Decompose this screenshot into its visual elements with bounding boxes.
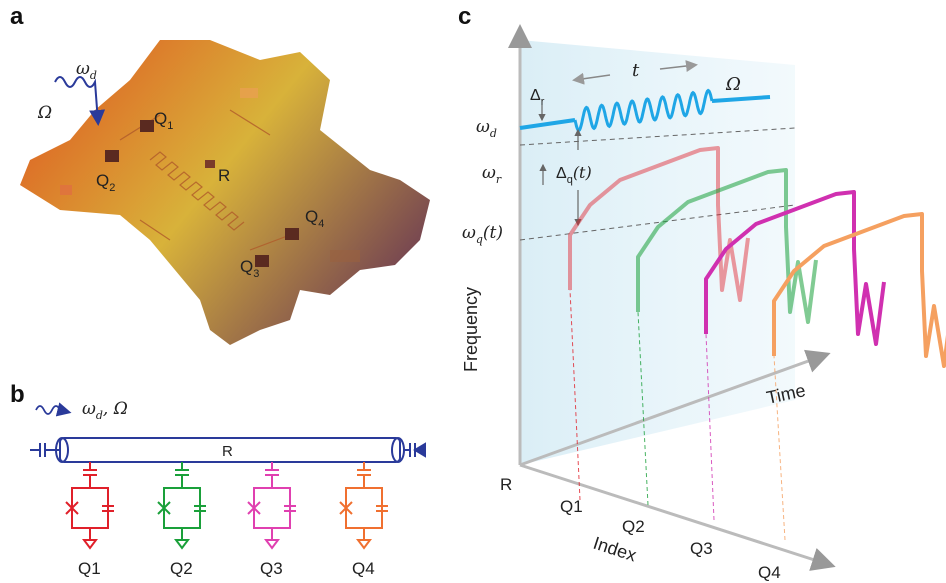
delta-r-label: Δr	[530, 87, 545, 108]
resonator-bus	[30, 437, 426, 463]
qubit-traces	[568, 146, 946, 541]
drive-wave-icon-b	[35, 402, 72, 417]
panel-a: a Ω ωd Q1 Q2 Q3 Q4 R	[10, 3, 430, 345]
frequency-plane	[520, 40, 795, 465]
qubit-circuit-4: Q4	[339, 462, 388, 578]
t-label: t	[632, 60, 640, 81]
chip-label-q3: Q3	[240, 257, 259, 280]
t-arrow-left	[572, 72, 611, 85]
omega-q-label: ωq(t)	[462, 223, 503, 246]
index-axis	[519, 463, 836, 571]
drop-line-q4	[773, 355, 786, 541]
drive-oscillation	[573, 88, 714, 133]
drive-omega-label: Ω	[37, 103, 52, 123]
index-tick-q3: Q3	[690, 539, 713, 558]
index-tick-q4: Q4	[758, 563, 781, 582]
chip-image	[20, 40, 430, 345]
chip-label-q1: Q1	[154, 109, 173, 132]
omega-r-line	[519, 127, 796, 146]
omega-r-label: ωr	[482, 163, 502, 186]
qubit-label-1: Q1	[78, 559, 101, 578]
index-tick-r: R	[500, 475, 512, 494]
index-tick-q2: Q2	[622, 517, 645, 536]
time-axis	[519, 349, 831, 467]
qubit-circuit-3: Q3	[247, 462, 296, 578]
trace-q1	[568, 146, 750, 501]
trace-q2	[636, 168, 818, 506]
panel-label-c: c	[458, 3, 471, 30]
resonator-pad	[205, 160, 215, 168]
omega-d-label: ωd	[476, 117, 497, 140]
frequency-axis-label: Frequency	[461, 287, 481, 372]
trace-q4	[772, 212, 946, 541]
qubit-circuits: Q1 Q2 Q3 Q4	[65, 462, 388, 578]
qubit-pad-q2	[105, 150, 119, 162]
trace-line-q3	[704, 190, 886, 346]
panel-b: b ωd, Ω R Q1 Q2 Q3 Q4	[10, 381, 426, 578]
delta-q-label: Δq(t)	[556, 163, 592, 186]
chip-label-q4: Q4	[305, 207, 324, 230]
trace-line-q4	[772, 212, 946, 368]
trace-line-q2	[636, 168, 818, 324]
index-tick-q1: Q1	[560, 497, 583, 516]
chip-label-r: R	[218, 166, 230, 185]
drop-line-q2	[637, 311, 649, 506]
panel-label-b: b	[10, 381, 25, 408]
drive-label-b: ωd, Ω	[82, 399, 128, 422]
panel-label-a: a	[10, 3, 24, 30]
omega-label: Ω	[725, 74, 741, 95]
qubit-label-4: Q4	[352, 559, 375, 578]
omega-q-line	[519, 204, 796, 241]
t-arrow-right	[659, 60, 698, 72]
chip-label-q2: Q2	[96, 171, 115, 194]
panel-c: c t Ω Δr Δq(t) ωd ωr ωq(t) Frequency	[458, 3, 946, 582]
qubit-label-2: Q2	[170, 559, 193, 578]
drive-omega-d-label: ωd	[76, 59, 97, 82]
qubit-circuit-1: Q1	[65, 462, 114, 578]
qubit-circuit-2: Q2	[157, 462, 206, 578]
drive-signal	[519, 88, 771, 133]
qubit-pad-q4	[285, 228, 299, 240]
qubit-pad-q3	[255, 255, 269, 267]
drive-wave-icon	[54, 76, 106, 126]
qubit-pad-q1	[140, 120, 154, 132]
drop-line-q3	[705, 333, 715, 521]
bus-label-r: R	[222, 443, 233, 460]
trace-q3	[704, 190, 886, 521]
drop-line-q1	[569, 289, 581, 501]
index-axis-label: Index	[591, 533, 639, 566]
qubit-label-3: Q3	[260, 559, 283, 578]
trace-line-q1	[568, 146, 750, 302]
